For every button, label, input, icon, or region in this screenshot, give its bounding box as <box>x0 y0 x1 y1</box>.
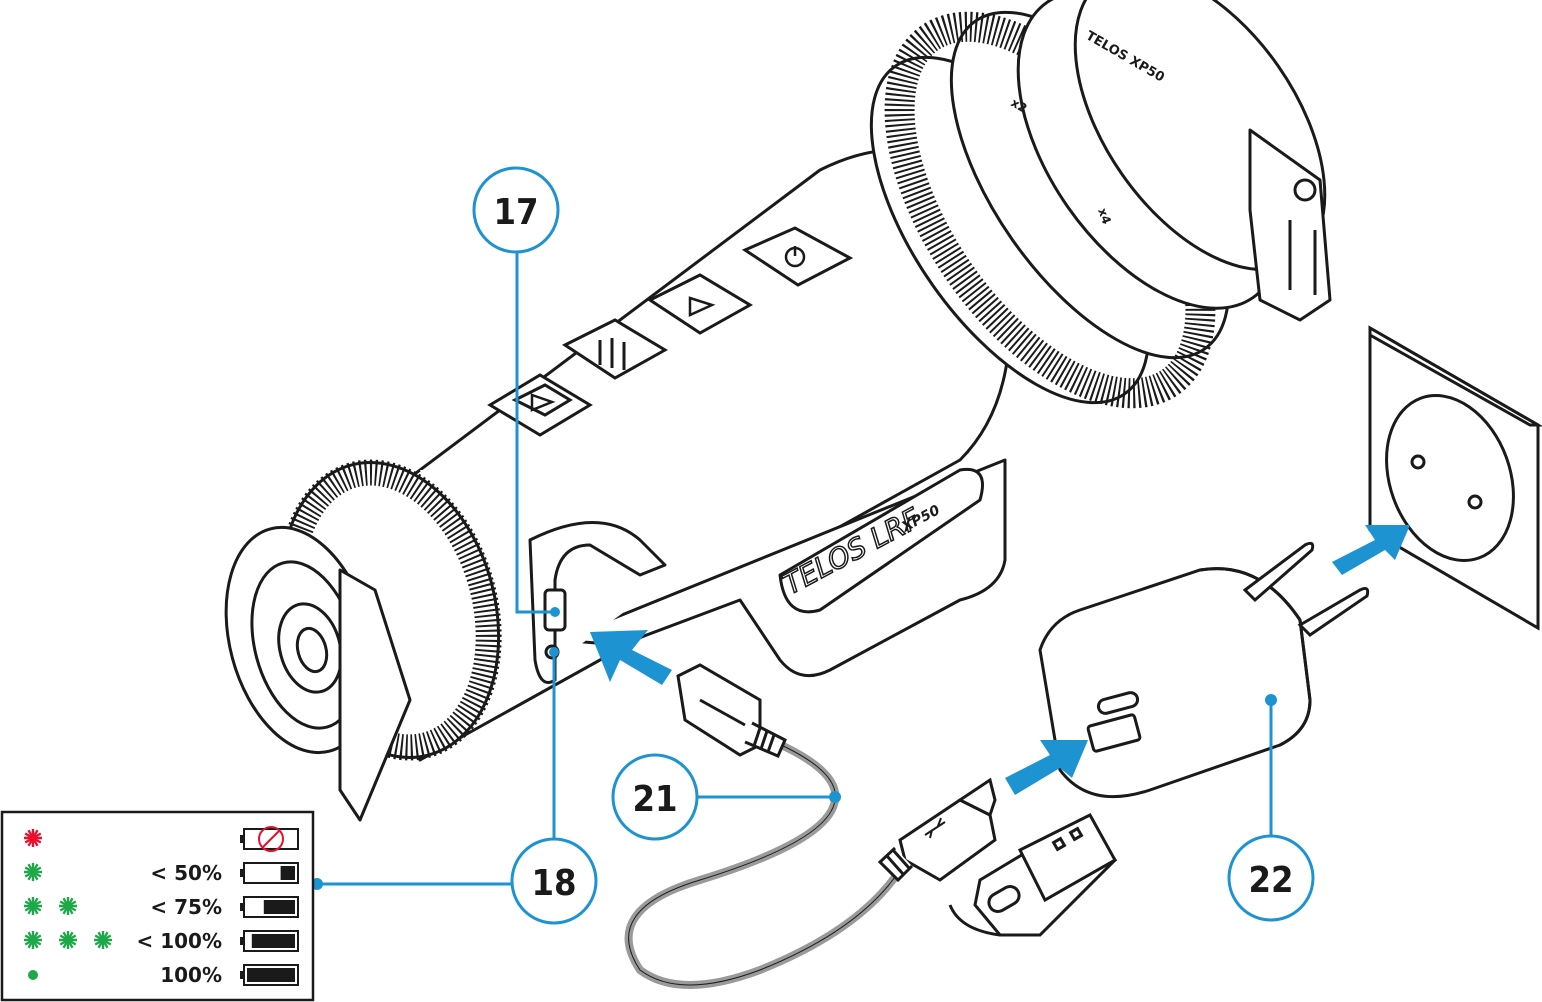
led-green-blink-icon <box>24 897 42 915</box>
callout-lines <box>311 250 1277 890</box>
legend-row: < 50% <box>24 861 299 885</box>
callout-17: 17 <box>472 166 560 254</box>
legend-row <box>24 826 299 852</box>
usb-a-adapter <box>948 813 1118 937</box>
usb-c-plug <box>676 663 787 758</box>
callout-18-label: 18 <box>531 863 576 904</box>
legend-row: < 75% <box>24 895 299 919</box>
power-button[interactable] <box>741 226 854 287</box>
legend-level-label: < 75% <box>150 895 222 919</box>
led-green-blink-icon <box>59 897 77 915</box>
led-green-blink-icon <box>59 931 77 949</box>
power-adapter <box>1038 541 1370 799</box>
arrow-to-charger <box>1005 740 1088 795</box>
battery-high-icon <box>240 930 299 952</box>
led-green-blink-icon <box>24 931 42 949</box>
legend-level-label: < 100% <box>136 929 222 953</box>
battery-low-icon <box>240 862 299 884</box>
plug-prong-1 <box>1242 541 1315 603</box>
menu-button[interactable] <box>562 318 668 380</box>
zoom-mark-x4: x4 <box>1095 206 1114 226</box>
arrow-to-socket <box>1332 525 1410 575</box>
thermal-monocular <box>224 0 1332 822</box>
arrow-to-device <box>590 630 672 685</box>
battery-medium-icon <box>240 896 299 918</box>
down-button[interactable] <box>487 373 593 437</box>
legend-level-label: 100% <box>160 963 222 987</box>
legend-row: < 100% <box>24 929 299 953</box>
battery-full-icon <box>240 964 299 986</box>
callout-17-label: 17 <box>493 192 538 233</box>
control-buttons <box>487 226 854 437</box>
callout-18: 18 <box>510 837 598 925</box>
led-red-blink-icon <box>24 829 42 847</box>
up-button[interactable] <box>647 273 753 335</box>
led-green-blink-icon <box>24 863 42 881</box>
legend-level-label: < 50% <box>150 861 222 885</box>
usb-c-plug-2 <box>877 777 997 883</box>
usb-cable <box>624 663 1118 989</box>
usb-symbol-icon <box>924 817 946 839</box>
usb-c-socket <box>1096 691 1140 715</box>
socket-hole-1 <box>1410 454 1426 470</box>
usb-a-socket <box>1086 713 1142 753</box>
callout-21: 21 <box>611 753 699 841</box>
direction-arrows <box>590 525 1410 795</box>
legend-row: 100% <box>28 963 299 987</box>
battery-legend: < 50% < 75% < 100% 100% <box>0 810 315 1002</box>
plug-prong-2 <box>1297 587 1370 637</box>
battery-no-charge-icon <box>240 826 299 852</box>
led-solid-icon <box>28 970 38 980</box>
callout-21-label: 21 <box>632 779 677 820</box>
lrf-module <box>778 467 984 614</box>
wall-socket <box>1368 325 1542 631</box>
callout-22: 22 <box>1227 834 1315 922</box>
callout-22-label: 22 <box>1248 860 1293 901</box>
led-green-blink-icon <box>94 931 112 949</box>
socket-hole-2 <box>1467 494 1483 510</box>
zoom-mark-x2: x2 <box>1009 95 1030 115</box>
usb-port-cover <box>528 521 667 684</box>
